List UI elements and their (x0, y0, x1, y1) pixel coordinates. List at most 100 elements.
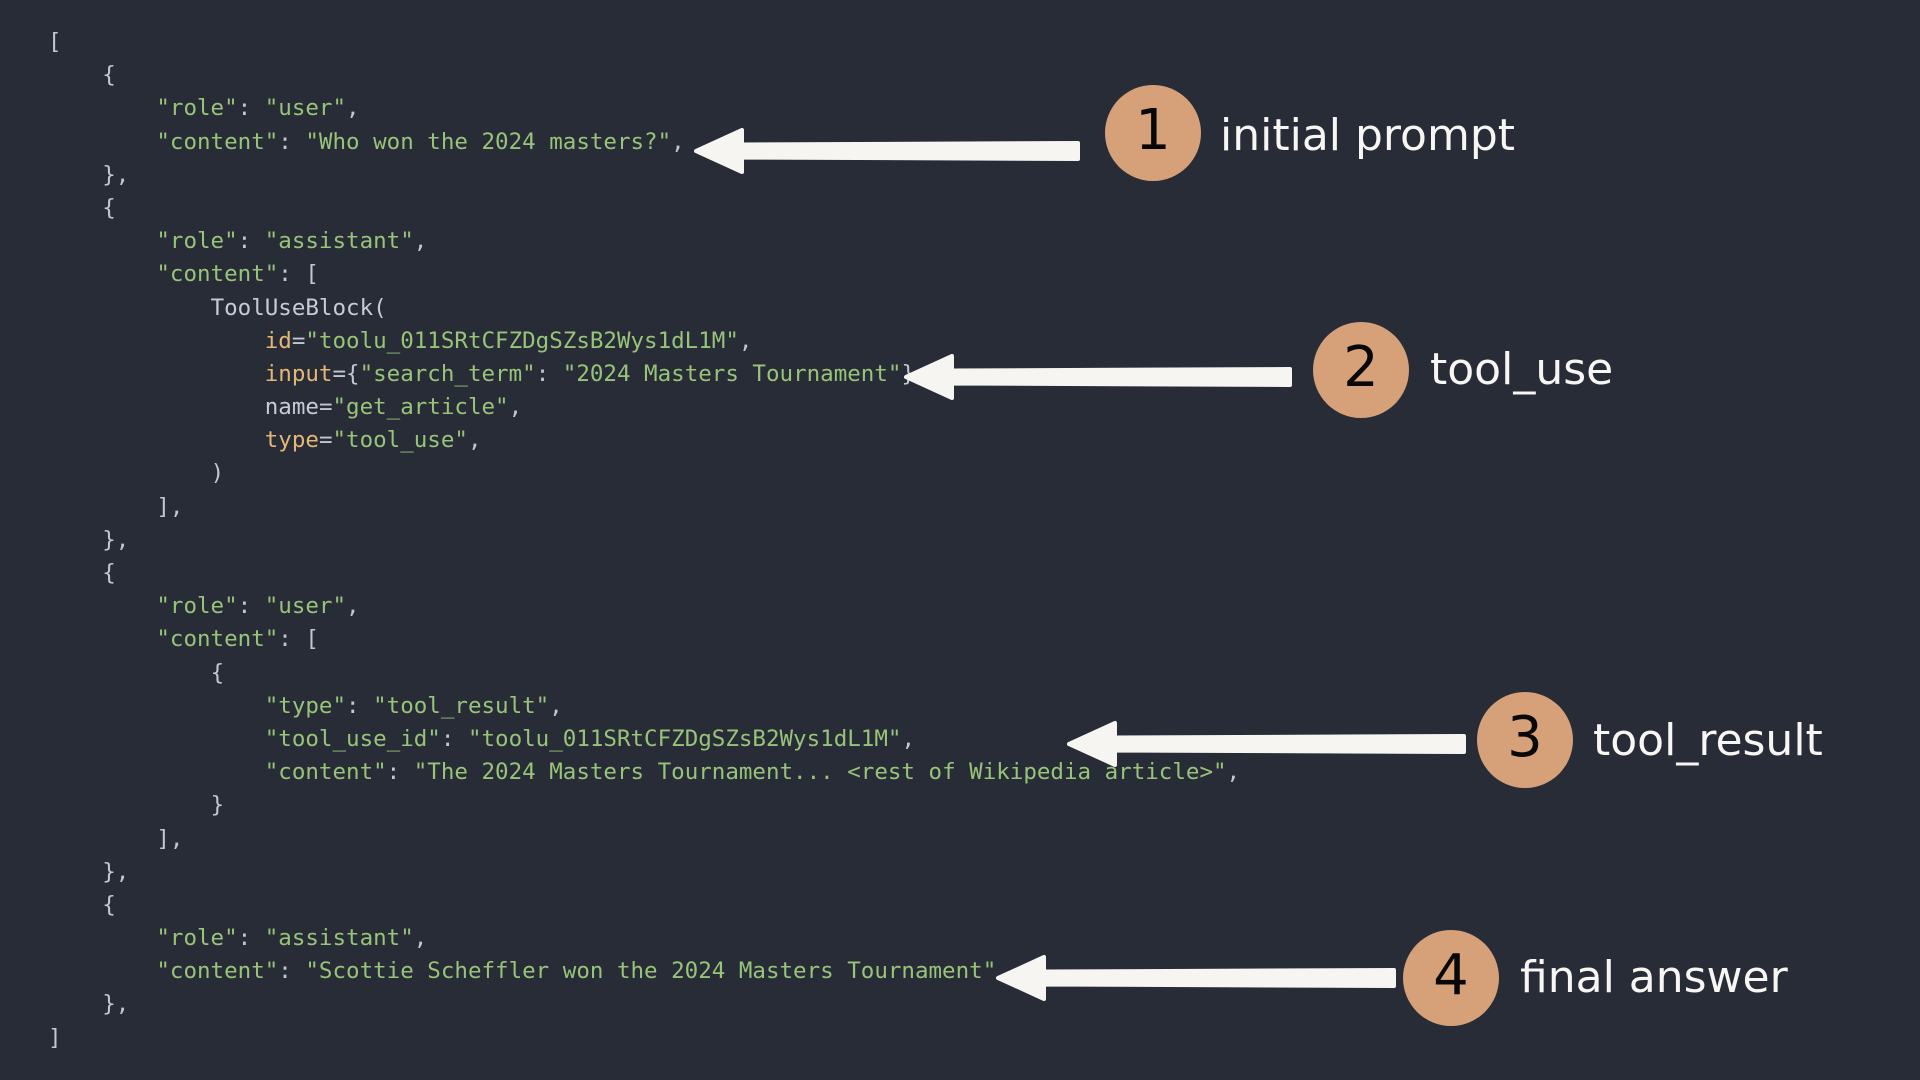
code-token-punct: }, (102, 161, 130, 188)
code-token-punct: : (278, 128, 306, 155)
code-token-str: "type" (264, 692, 347, 719)
code-token-name: name (264, 394, 319, 421)
code-line: }, (48, 988, 1240, 1021)
code-indent (48, 295, 211, 321)
code-indent (48, 958, 156, 984)
code-line: }, (48, 856, 1240, 889)
code-token-punct: : [ (278, 261, 319, 288)
code-indent (48, 527, 102, 553)
code-line: ] (48, 1022, 1240, 1055)
code-token-str: "The 2024 Masters Tournament... <rest of… (413, 759, 1227, 786)
code-block: [ { "role": "user", "content": "Who won … (48, 26, 1240, 1055)
code-token-str: "content" (156, 626, 279, 653)
code-token-name: ToolUseBlock( (210, 294, 387, 321)
code-line: ], (48, 491, 1240, 524)
code-token-punct: , (549, 692, 563, 719)
code-token-punct: , (1226, 759, 1241, 786)
code-token-punct: [ (48, 29, 62, 55)
code-token-punct: ], (156, 493, 184, 520)
code-token-str: "role" (156, 95, 238, 122)
code-token-punct: ) (210, 460, 225, 487)
code-indent (48, 859, 102, 885)
code-indent (48, 726, 265, 752)
code-line: { (48, 557, 1240, 590)
callout-badge-number: 3 (1507, 705, 1543, 770)
code-indent (48, 826, 156, 852)
code-line: "role": "assistant", (48, 922, 1240, 955)
code-token-punct: , (901, 725, 915, 752)
code-line: type="tool_use", (48, 424, 1240, 457)
code-token-punct: : [ (278, 626, 319, 653)
code-token-str: "assistant" (264, 925, 414, 952)
code-token-punct: : (237, 593, 265, 620)
code-token-op: = (318, 427, 333, 454)
code-token-punct: , (467, 427, 482, 454)
code-token-punct: , (738, 327, 753, 354)
code-indent (48, 759, 265, 785)
callout-label-2: tool_use (1430, 344, 1614, 395)
code-line: "role": "user", (48, 92, 1240, 125)
code-line: "role": "user", (48, 590, 1240, 623)
code-token-punct: , (413, 925, 428, 952)
code-token-str: "role" (156, 593, 238, 620)
code-token-punct: ] (48, 1024, 62, 1051)
code-token-str: "role" (156, 228, 238, 255)
code-indent (48, 991, 102, 1017)
code-token-punct: { (102, 62, 116, 89)
code-line: ) (48, 457, 1240, 490)
code-indent (48, 95, 156, 121)
code-token-kw: input (264, 360, 333, 387)
code-token-str: "Scottie Scheffler won the 2024 Masters … (305, 958, 997, 985)
code-token-str: "2024 Masters Tournament" (562, 360, 902, 387)
callout-arrow-2 (904, 353, 1292, 401)
code-indent (48, 394, 265, 420)
callout-badge-2[interactable]: 2 (1313, 322, 1409, 418)
code-indent (48, 427, 265, 453)
callout-arrow-3 (1067, 720, 1466, 768)
callout-badge-3[interactable]: 3 (1477, 692, 1573, 788)
code-token-punct: : (346, 692, 374, 719)
code-line: "type": "tool_result", (48, 690, 1240, 723)
code-token-punct: { (102, 194, 116, 221)
code-line: ], (48, 823, 1240, 856)
code-token-punct: { (102, 891, 116, 918)
callout-badge-4[interactable]: 4 (1403, 930, 1499, 1026)
code-indent (48, 494, 156, 520)
callout-badge-1[interactable]: 1 (1105, 85, 1201, 181)
code-line: [ (48, 26, 1240, 59)
code-line: } (48, 789, 1240, 822)
code-indent (48, 792, 211, 818)
code-token-str: "content" (156, 128, 279, 155)
code-token-op: ={ (332, 360, 360, 387)
code-token-str: "get_article" (332, 394, 509, 421)
code-line: id="toolu_011SRtCFZDgSZsB2Wys1dL1M", (48, 325, 1240, 358)
code-token-kw: id (264, 327, 292, 354)
code-indent (48, 195, 102, 221)
code-token-str: "role" (156, 925, 238, 952)
code-token-punct: }, (102, 858, 130, 885)
code-token-str: "tool_use" (332, 427, 468, 454)
code-token-punct: : (278, 958, 306, 985)
code-token-punct: , (346, 95, 360, 122)
code-indent (48, 660, 211, 686)
code-line: ToolUseBlock( (48, 292, 1240, 325)
code-token-punct: : (237, 925, 265, 952)
code-token-str: "content" (156, 261, 279, 288)
callout-badge-number: 1 (1135, 98, 1171, 163)
code-token-punct: : (440, 725, 468, 752)
callout-label-4: final answer (1520, 952, 1788, 1003)
code-line: name="get_article", (48, 391, 1240, 424)
code-line: "content": "Scottie Scheffler won the 20… (48, 955, 1240, 988)
code-line: { (48, 192, 1240, 225)
code-token-punct: { (102, 560, 116, 586)
code-line: }, (48, 159, 1240, 192)
code-token-punct: : (535, 360, 563, 387)
code-line: "tool_use_id": "toolu_011SRtCFZDgSZsB2Wy… (48, 723, 1240, 756)
code-indent (48, 361, 265, 387)
code-token-op: = (291, 327, 306, 354)
callout-label-1: initial prompt (1220, 110, 1516, 161)
code-token-punct: , (346, 593, 360, 620)
code-token-punct: : (237, 228, 265, 255)
code-token-punct: , (671, 128, 685, 155)
code-token-punct: { (210, 659, 225, 686)
